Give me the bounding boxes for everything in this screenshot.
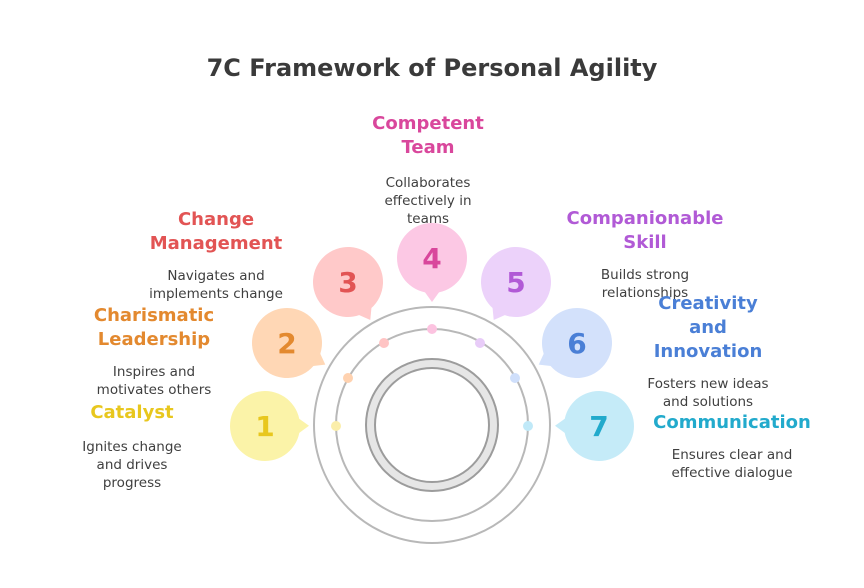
item-number: 3 (338, 266, 357, 299)
item-description: and drives (97, 457, 168, 473)
item-title: Change (178, 209, 254, 230)
ring-dot (427, 324, 437, 334)
item-number: 5 (506, 266, 525, 299)
item-number: 6 (567, 327, 586, 360)
item-title: Charismatic (94, 305, 214, 326)
bubble-circle (230, 391, 300, 461)
bubble-circle (564, 391, 634, 461)
bubble-circle (252, 308, 322, 378)
item-description: Inspires and (113, 364, 195, 380)
item-title: Competent (372, 113, 484, 134)
number-bubble (252, 308, 326, 378)
item-number: 1 (255, 410, 274, 443)
number-bubble (313, 247, 383, 320)
ring-dot (475, 338, 485, 348)
item-title: Leadership (98, 329, 210, 350)
item-description: Builds strong (601, 267, 689, 283)
item-description: relationships (602, 285, 688, 301)
ring-dot (523, 421, 533, 431)
item-description: Ignites change (82, 439, 181, 455)
item-description: and solutions (663, 394, 753, 410)
item-description: Ensures clear and (672, 447, 793, 463)
center-rings (313, 306, 551, 544)
item-number: 4 (422, 242, 441, 275)
item-description: effectively in (384, 193, 471, 209)
item-title: and (689, 317, 727, 338)
item-description: effective dialogue (672, 465, 793, 481)
number-bubble (230, 391, 309, 461)
bubble-circle (313, 247, 383, 317)
item-title: Team (402, 137, 455, 158)
item-number: 7 (589, 410, 608, 443)
ring-dot (510, 373, 520, 383)
item-title: Communication (653, 412, 811, 433)
ring-dot (379, 338, 389, 348)
item-description: progress (103, 475, 161, 491)
item-title: Catalyst (90, 402, 174, 423)
item-title: Companionable (567, 208, 724, 229)
bubble-circle (542, 308, 612, 378)
number-bubble (397, 223, 467, 302)
bubble-circle (481, 247, 551, 317)
number-bubble (481, 247, 551, 320)
core-circle (374, 367, 490, 483)
bubble-circle (397, 223, 467, 293)
item-title: Innovation (654, 341, 763, 362)
item-description: motivates others (97, 382, 212, 398)
outer-ring (313, 306, 551, 544)
item-number: 2 (277, 327, 296, 360)
item-description: implements change (149, 286, 283, 302)
item-title: Skill (623, 232, 666, 253)
diagram-title: 7C Framework of Personal Agility (207, 54, 658, 82)
ring-dot (331, 421, 341, 431)
item-title: Management (150, 233, 283, 254)
ring-dot (343, 373, 353, 383)
item-description: teams (407, 211, 449, 227)
item-description: Fosters new ideas (647, 376, 768, 392)
item-description: Navigates and (167, 268, 264, 284)
number-bubble (538, 308, 612, 378)
item-title: Creativity (658, 293, 758, 314)
item-description: Collaborates (386, 175, 471, 191)
number-bubble (555, 391, 634, 461)
